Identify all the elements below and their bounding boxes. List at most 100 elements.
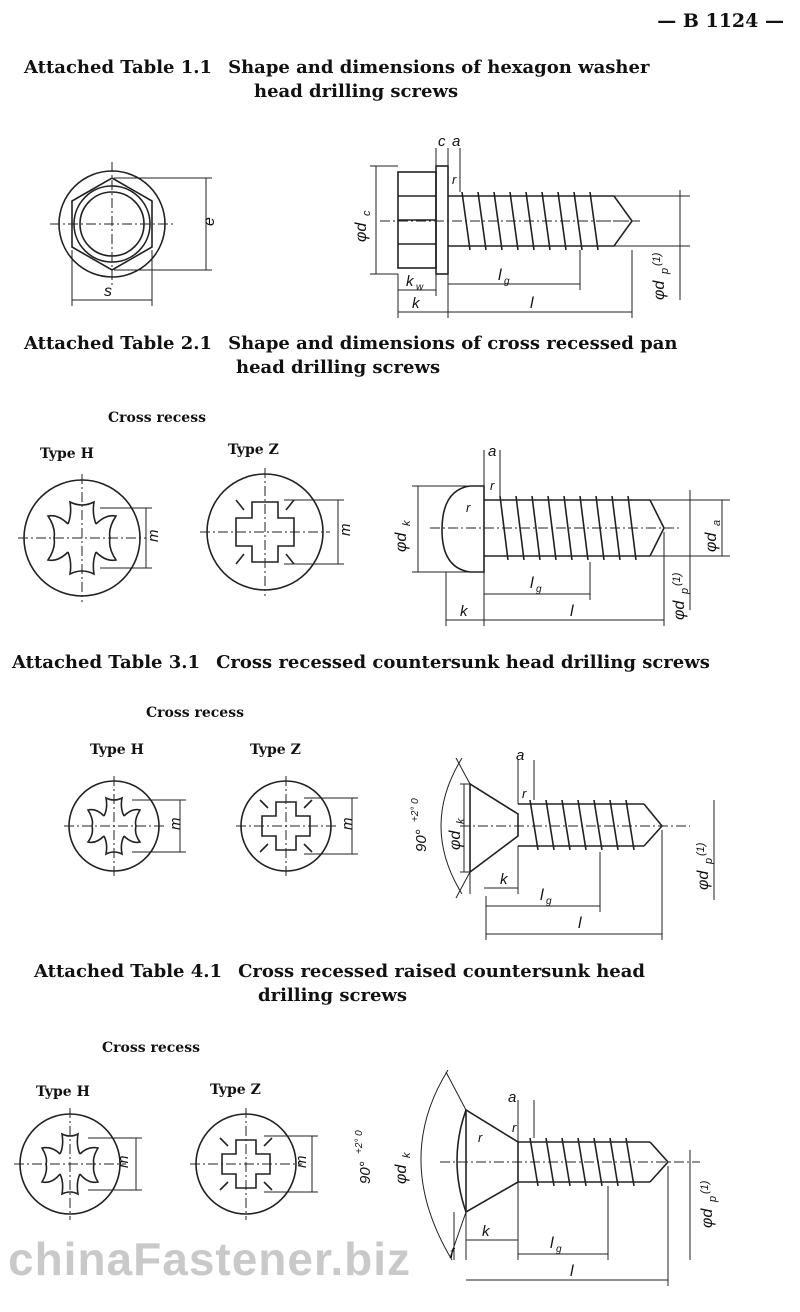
table-3-figure: m m a r φd k (64, 747, 715, 940)
svg-text:90°: 90° (357, 1161, 374, 1184)
dim-a-4: a (508, 1089, 516, 1106)
svg-text:l: l (550, 1235, 554, 1252)
type-h-recess-icon-4 (14, 1108, 142, 1220)
svg-text:l: l (530, 575, 534, 592)
type-z-label-2: Type Z (228, 442, 279, 458)
svg-text:g: g (556, 1244, 562, 1255)
svg-text:w: w (416, 282, 424, 293)
dim-m-3z: m (339, 818, 356, 831)
type-z-recess-icon (200, 468, 344, 596)
dim-dp-2: φd p (1) (671, 572, 691, 620)
type-h-label-3: Type H (90, 742, 144, 758)
svg-text:p: p (679, 588, 691, 595)
table-1-figure: s e c a r φd c (50, 133, 690, 318)
dim-m-2h: m (145, 530, 162, 543)
dim-l-3: l (578, 915, 582, 932)
svg-text:g: g (546, 896, 552, 907)
dim-r: r (452, 172, 457, 187)
table-3-title-line1: Cross recessed countersunk head drilling… (216, 652, 710, 673)
type-h-recess-icon (18, 474, 152, 602)
svg-text:(1): (1) (699, 1180, 711, 1194)
hex-head-top-view (50, 162, 212, 306)
dim-lg-2: l g (530, 575, 542, 595)
page-number: — B 1124 — (657, 10, 784, 32)
dim-angle-3: 90° +2° 0 (410, 798, 430, 852)
cross-recess-label-4: Cross recess (102, 1040, 200, 1056)
dim-e: e (201, 217, 218, 226)
svg-text:a: a (711, 520, 723, 526)
type-z-recess-icon-4 (190, 1108, 318, 1220)
svg-text:l: l (540, 887, 544, 904)
svg-text:k: k (455, 818, 467, 824)
table-1-number: Attached Table 1.1 (24, 57, 213, 78)
svg-text:φd: φd (695, 870, 712, 890)
svg-text:p: p (659, 268, 671, 275)
dim-m-4h: m (115, 1156, 132, 1169)
watermark: chinaFastener.biz (8, 1233, 412, 1285)
dim-a-2: a (488, 443, 496, 460)
svg-text:φd: φd (671, 600, 688, 620)
svg-text:k: k (406, 273, 415, 290)
svg-text:p: p (707, 1196, 719, 1203)
table-2-number: Attached Table 2.1 (24, 333, 213, 354)
table-1-title-line2: head drilling screws (254, 81, 459, 102)
dim-k-2: k (460, 603, 469, 620)
dim-a-3: a (516, 747, 524, 764)
dim-f-4: f (450, 1245, 456, 1261)
dim-da-2: φd a (703, 520, 723, 552)
dim-lg-3: l g (540, 887, 552, 907)
svg-text:φd: φd (651, 280, 668, 300)
dim-rf-4: r (478, 1130, 483, 1145)
table-2-title-line1: Shape and dimensions of cross recessed p… (228, 333, 678, 354)
svg-text:(1): (1) (651, 252, 663, 266)
cross-recess-label-3: Cross recess (146, 705, 244, 721)
svg-text:k: k (401, 1152, 413, 1158)
hex-screw-side-view (370, 148, 690, 318)
dim-k: k (412, 295, 421, 312)
table-3-number: Attached Table 3.1 (12, 652, 201, 673)
type-h-label-2: Type H (40, 446, 94, 462)
svg-text:+2° 0: +2° 0 (410, 798, 421, 822)
dim-angle-4: 90° +2° 0 (354, 1130, 374, 1184)
table-4-title-line2: drilling screws (258, 985, 408, 1006)
table-2-figure: m m a r r φd k k (18, 443, 730, 626)
table-1-caption: Attached Table 1.1 Shape and dimensions o… (24, 56, 649, 104)
table-1-title-line1: Shape and dimensions of hexagon washer (228, 57, 650, 78)
dim-m-2z: m (337, 524, 354, 537)
svg-text:90°: 90° (413, 829, 430, 852)
svg-text:l: l (498, 267, 502, 284)
dim-kw: k w (406, 273, 424, 293)
dim-rf-2: r (466, 500, 471, 515)
raised-countersunk-screw-side-view (420, 1069, 700, 1286)
dim-a: a (452, 133, 460, 150)
dim-dp-4: φd p (1) (699, 1180, 719, 1228)
type-z-label-4: Type Z (210, 1082, 261, 1098)
svg-text:φd: φd (699, 1208, 716, 1228)
svg-text:φd: φd (447, 830, 464, 850)
table-3-caption: Attached Table 3.1 Cross recessed counter… (12, 651, 710, 675)
dim-dk-2: φd k (393, 520, 413, 552)
svg-text:φd: φd (393, 532, 410, 552)
svg-text:c: c (361, 210, 373, 216)
svg-text:φd: φd (393, 1164, 410, 1184)
svg-text:k: k (401, 520, 413, 526)
type-h-label-4: Type H (36, 1084, 90, 1100)
cross-recess-label-2: Cross recess (108, 410, 206, 426)
dim-lg-4: l g (550, 1235, 562, 1255)
dim-k-4: k (482, 1223, 491, 1240)
type-z-label-3: Type Z (250, 742, 301, 758)
dim-l: l (530, 295, 534, 312)
table-4-figure: m m a r r φd k 90° (14, 1069, 719, 1286)
dim-dk-4: φd k (393, 1152, 413, 1184)
svg-text:g: g (504, 276, 510, 287)
dim-dk-3: φd k (447, 818, 467, 850)
dim-s: s (104, 283, 112, 300)
dim-m-3h: m (167, 818, 184, 831)
dim-r-4: r (512, 1120, 517, 1135)
dim-r-3: r (522, 786, 527, 801)
dim-l-2: l (570, 603, 574, 620)
pan-screw-side-view (412, 450, 730, 626)
table-4-number: Attached Table 4.1 (34, 961, 223, 982)
svg-text:+2° 0: +2° 0 (354, 1130, 365, 1154)
type-z-recess-icon-3 (236, 776, 358, 876)
